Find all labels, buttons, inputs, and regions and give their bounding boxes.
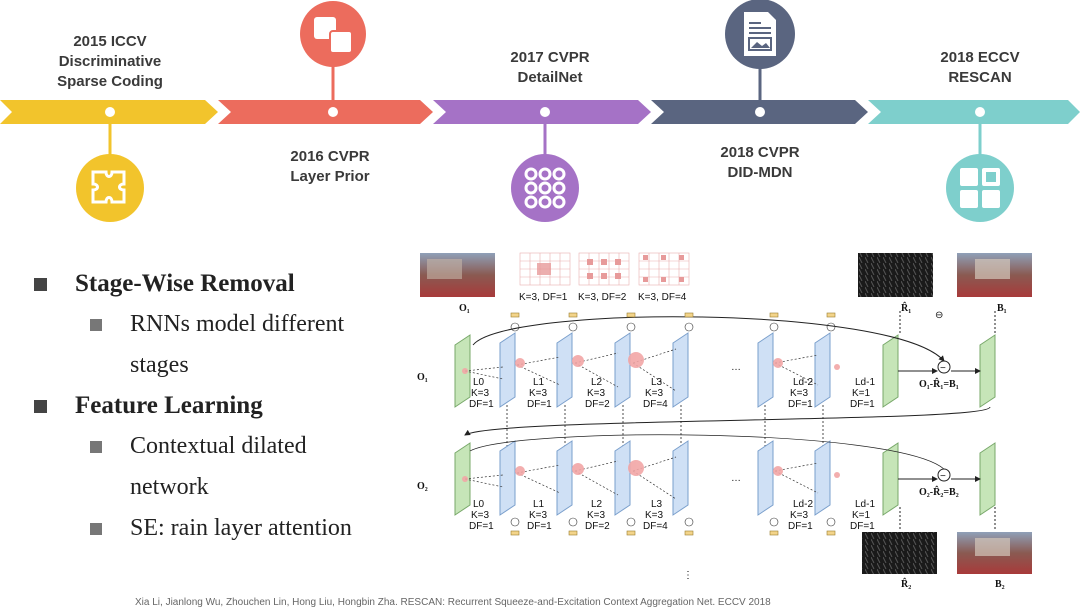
rain-layer-r2 bbox=[862, 532, 937, 574]
svg-text:DF=1: DF=1 bbox=[850, 521, 875, 532]
svg-text:Ld-2: Ld-2 bbox=[793, 377, 813, 388]
kernel-label-1: K=3, DF=1 bbox=[519, 292, 568, 303]
ellipsis-row1: … bbox=[731, 362, 741, 373]
ellipsis-row2: … bbox=[731, 473, 741, 484]
svg-text:L0: L0 bbox=[473, 377, 485, 388]
svg-text:DF=1: DF=1 bbox=[469, 521, 494, 532]
svg-text:DF=1: DF=1 bbox=[788, 399, 813, 410]
svg-text:L3: L3 bbox=[651, 377, 663, 388]
svg-text:L1: L1 bbox=[533, 377, 545, 388]
bullet-list: Stage-Wise Removal RNNs model different … bbox=[30, 264, 410, 549]
svg-text:DF=4: DF=4 bbox=[643, 399, 668, 410]
svg-text:⊖: ⊖ bbox=[935, 310, 943, 321]
svg-text:DF=1: DF=1 bbox=[527, 521, 552, 532]
tiles-icon bbox=[946, 154, 1014, 222]
layers-icon bbox=[300, 1, 366, 67]
stage-1-network: − ⊖ bbox=[454, 310, 996, 408]
bullet-feature-learning: Feature Learning bbox=[30, 386, 410, 426]
svg-text:DF=1: DF=1 bbox=[788, 521, 813, 532]
citation: Xia Li, Jianlong Wu, Zhouchen Lin, Hong … bbox=[135, 597, 771, 608]
equation-1: O₁-R̂₁=B₁ bbox=[919, 377, 959, 390]
row1-layer-labels: L0 K=3 DF=1 L1 K=3 DF=1 L2 K=3 DF=2 L3 K… bbox=[469, 377, 875, 410]
vertical-ellipsis: ⋮ bbox=[683, 570, 693, 581]
svg-text:K=3: K=3 bbox=[587, 510, 606, 521]
timeline-segment-2016 bbox=[218, 100, 433, 124]
label-b1: B₁ bbox=[997, 303, 1007, 314]
svg-text:K=3: K=3 bbox=[645, 388, 664, 399]
label-r1: R̂₁ bbox=[901, 301, 911, 314]
svg-text:K=3: K=3 bbox=[645, 510, 664, 521]
svg-text:L3: L3 bbox=[651, 499, 663, 510]
svg-text:L2: L2 bbox=[591, 499, 603, 510]
label-o1: O₁ bbox=[417, 372, 428, 383]
bullet-rnn: RNNs model different bbox=[30, 304, 410, 345]
svg-text:Ld-2: Ld-2 bbox=[793, 499, 813, 510]
label-r2: R̂₂ bbox=[901, 577, 911, 590]
svg-text:DF=1: DF=1 bbox=[469, 399, 494, 410]
svg-text:K=1: K=1 bbox=[852, 510, 871, 521]
puzzle-icon bbox=[76, 154, 144, 222]
svg-text:DF=1: DF=1 bbox=[527, 399, 552, 410]
bullet-rnn-cont: stages bbox=[130, 352, 189, 378]
svg-text:Ld-1: Ld-1 bbox=[855, 499, 875, 510]
label-o1-top: O₁ bbox=[459, 303, 470, 314]
svg-text:K=3: K=3 bbox=[529, 510, 548, 521]
svg-text:K=3: K=3 bbox=[587, 388, 606, 399]
row2-layer-labels: L0 K=3 DF=1 L1 K=3 DF=1 L2 K=3 DF=2 L3 K… bbox=[469, 499, 875, 532]
bullet-stage-wise: Stage-Wise Removal bbox=[30, 264, 410, 304]
svg-text:DF=1: DF=1 bbox=[850, 399, 875, 410]
svg-text:DF=2: DF=2 bbox=[585, 399, 610, 410]
bullet-contextual-cont: network bbox=[130, 474, 209, 500]
svg-text:K=3: K=3 bbox=[471, 510, 490, 521]
svg-text:−: − bbox=[940, 363, 946, 374]
svg-text:L2: L2 bbox=[591, 377, 603, 388]
label-o2: O₂ bbox=[417, 481, 428, 492]
document-icon bbox=[725, 0, 795, 69]
svg-text:K=1: K=1 bbox=[852, 388, 871, 399]
label-b2: B₂ bbox=[995, 579, 1005, 590]
svg-text:K=3: K=3 bbox=[790, 388, 809, 399]
stage-2-network: − bbox=[454, 434, 996, 531]
kernel-label-2: K=3, DF=2 bbox=[578, 292, 627, 303]
svg-text:L1: L1 bbox=[533, 499, 545, 510]
bullet-contextual: Contextual dilated bbox=[30, 426, 410, 467]
svg-text:K=3: K=3 bbox=[790, 510, 809, 521]
equation-2: O₂-R̂₂=B₂ bbox=[919, 485, 959, 498]
svg-text:−: − bbox=[940, 471, 946, 482]
svg-text:K=3: K=3 bbox=[529, 388, 548, 399]
timeline bbox=[0, 0, 1080, 222]
grid-nodes-icon bbox=[511, 154, 579, 222]
rain-layer-r1 bbox=[858, 253, 933, 297]
svg-text:L0: L0 bbox=[473, 499, 485, 510]
bullet-se: SE: rain layer attention bbox=[30, 508, 410, 549]
svg-text:DF=4: DF=4 bbox=[643, 521, 668, 532]
kernel-label-3: K=3, DF=4 bbox=[638, 292, 687, 303]
svg-text:K=3: K=3 bbox=[471, 388, 490, 399]
svg-text:Ld-1: Ld-1 bbox=[855, 377, 875, 388]
svg-text:DF=2: DF=2 bbox=[585, 521, 610, 532]
rescan-diagram: K=3, DF=1 K=3, DF=2 K=3, DF=4 O₁ R̂₁ B₁ … bbox=[417, 252, 1032, 590]
